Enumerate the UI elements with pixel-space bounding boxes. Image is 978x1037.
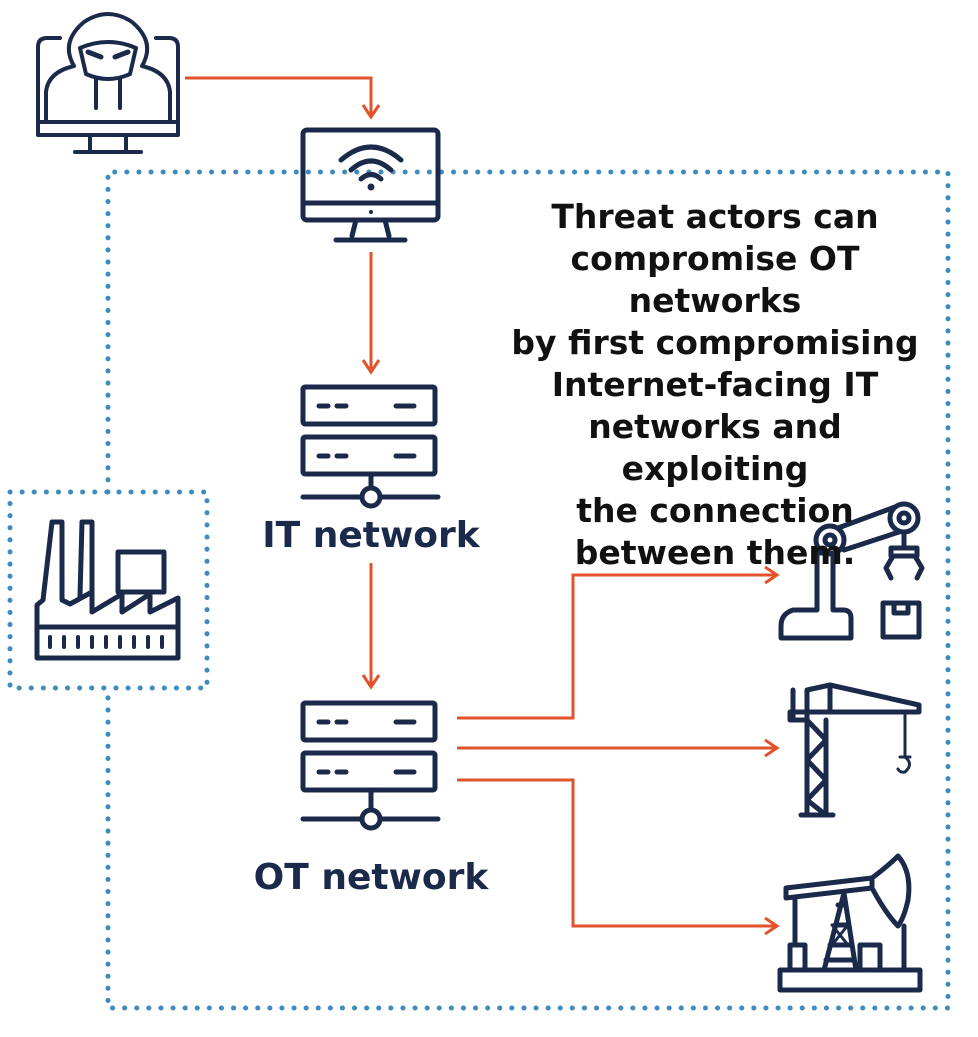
arrow-ot-to-pumpjack <box>457 778 780 936</box>
factory-icon <box>34 519 181 661</box>
caption-line: Threat actors can <box>551 197 879 236</box>
arrow-ot-to-robot <box>457 565 780 720</box>
it-network-label: IT network <box>262 515 480 556</box>
oil-pump-jack-icon <box>777 853 923 993</box>
robotic-arm-icon <box>778 501 925 641</box>
hacker-monitor-icon <box>36 12 180 154</box>
crane-icon <box>787 682 922 818</box>
caption-line: the connection <box>576 491 854 530</box>
network-boundary <box>7 169 951 1011</box>
arrow-attacker-to-entry <box>185 76 381 120</box>
caption-text: Threat actors can compromise OT networks… <box>495 196 935 574</box>
caption-line: Internet-facing IT <box>551 365 879 404</box>
caption-line: networks and exploiting <box>588 407 842 488</box>
ot-network-label: OT network <box>254 857 490 898</box>
caption-line: by first compromising <box>511 323 919 362</box>
ot-server-icon <box>300 700 441 831</box>
attack-arrows <box>185 76 780 936</box>
it-server-icon <box>300 384 441 509</box>
wifi-computer-icon <box>300 127 441 243</box>
caption-line: compromise OT networks <box>570 239 860 320</box>
caption-line: between them. <box>574 533 856 572</box>
